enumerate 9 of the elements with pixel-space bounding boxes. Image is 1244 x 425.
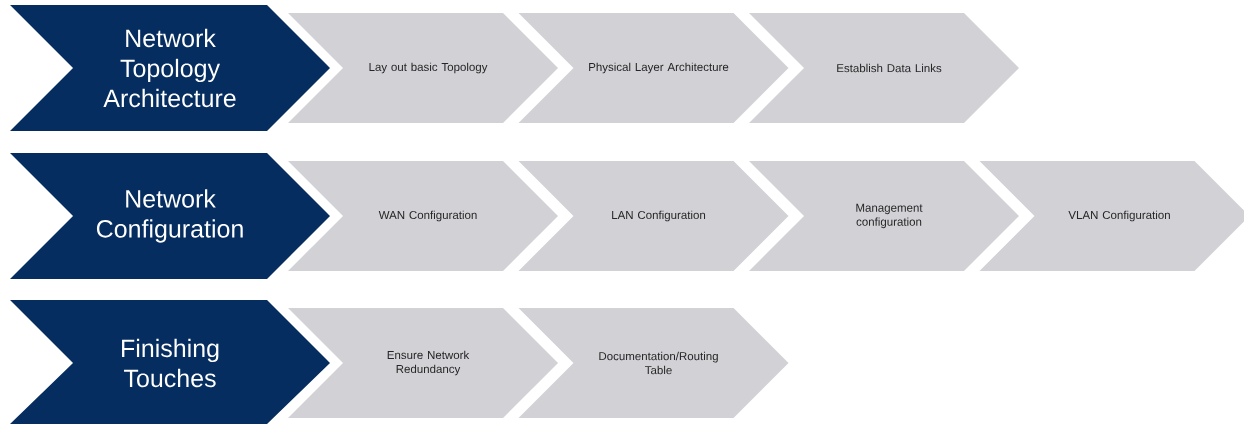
node-label: Establish Data Links [837,63,942,73]
node-label: VLAN Configuration [1068,210,1170,222]
node-label: Physical Layer Architecture [589,62,729,74]
node-label: LAN Configuration [612,210,706,222]
node-label: WAN Configuration [378,210,477,222]
node-label: Ensure Network Redundancy [387,350,470,376]
node-label: Management configuration [856,203,923,229]
node-label: Lay out basic Topology [369,62,488,74]
node-label: Documentation/Routing Table [599,351,718,375]
